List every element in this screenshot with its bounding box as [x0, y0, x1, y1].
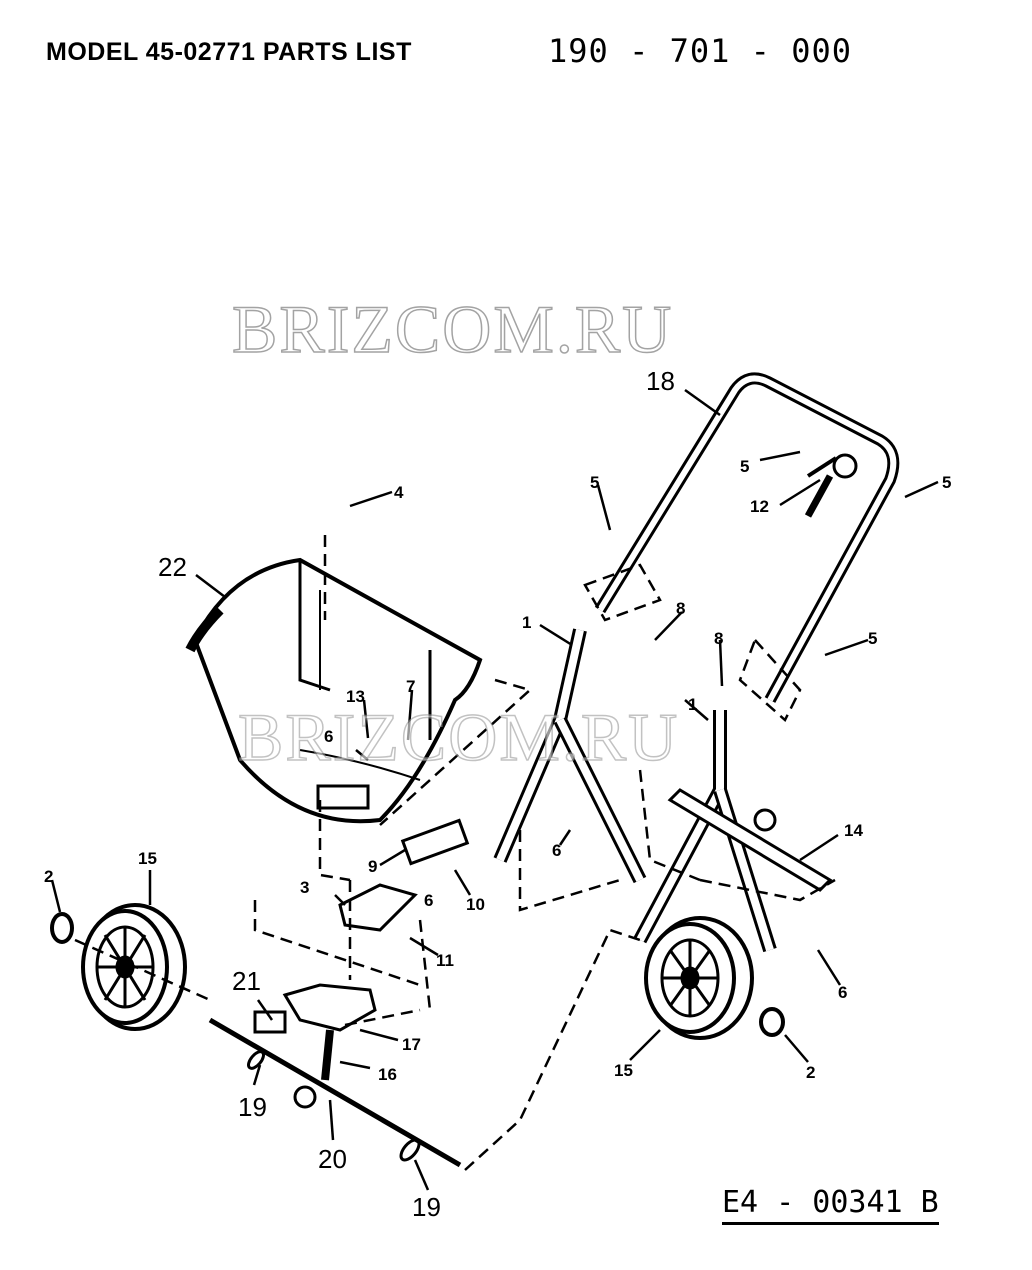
assembly-lines: [74, 535, 836, 1171]
callout-21: 21: [232, 966, 261, 996]
callout-13: 13: [346, 687, 365, 706]
right-wheel-part: [644, 916, 785, 1040]
callout-1a: 1: [522, 613, 531, 632]
callout-3: 3: [300, 878, 309, 897]
hopper-part: [185, 557, 483, 824]
callout-19a: 19: [238, 1092, 267, 1122]
handle-part: [594, 372, 900, 703]
callout-15b: 15: [614, 1061, 633, 1080]
callout-6d: 6: [838, 983, 847, 1002]
callout-16: 16: [378, 1065, 397, 1084]
impeller-part: [253, 983, 377, 1109]
drawing-code: E4 - 00341 B: [722, 1186, 939, 1225]
axle-part: [208, 1017, 462, 1168]
callout-6c: 6: [424, 891, 433, 910]
callout-12: 12: [750, 497, 769, 516]
part-callouts: 18 5 12 5 4 22 5 8 1 8 5 1 13 7 6 6 14 9…: [44, 366, 951, 1222]
callout-9: 9: [368, 857, 377, 876]
callout-5b: 5: [942, 473, 951, 492]
callout-5a: 5: [740, 457, 749, 476]
callout-14: 14: [844, 821, 863, 840]
part-number: 190 - 701 - 000: [548, 32, 852, 70]
callout-17: 17: [402, 1035, 421, 1054]
callout-6a: 6: [324, 727, 333, 746]
model-title: MODEL 45-02771 PARTS LIST: [46, 38, 412, 66]
callout-1b: 1: [688, 695, 697, 714]
callout-15a: 15: [138, 849, 157, 868]
callout-18: 18: [646, 366, 675, 396]
watermark-top: BRIZCOM.RU: [231, 290, 674, 368]
crossbar-part: [667, 788, 833, 892]
frame-part: [493, 628, 777, 953]
callout-20: 20: [318, 1144, 347, 1174]
callout-2b: 2: [806, 1063, 815, 1082]
callout-8a: 8: [676, 599, 685, 618]
callout-4: 4: [394, 483, 404, 502]
callout-10: 10: [466, 895, 485, 914]
leader-lines: [50, 388, 939, 1191]
callout-2a: 2: [44, 867, 53, 886]
callout-11: 11: [436, 951, 454, 970]
shutter-part: [338, 818, 470, 932]
callout-5c: 5: [590, 473, 599, 492]
callout-22: 22: [158, 552, 187, 582]
callout-5d: 5: [868, 629, 877, 648]
watermark-middle: BRIZCOM.RU: [237, 698, 680, 776]
callout-19b: 19: [412, 1192, 441, 1222]
callout-7: 7: [406, 677, 415, 696]
callout-6b: 6: [552, 841, 561, 860]
callout-8b: 8: [714, 629, 723, 648]
left-wheel-part: [50, 903, 187, 1031]
